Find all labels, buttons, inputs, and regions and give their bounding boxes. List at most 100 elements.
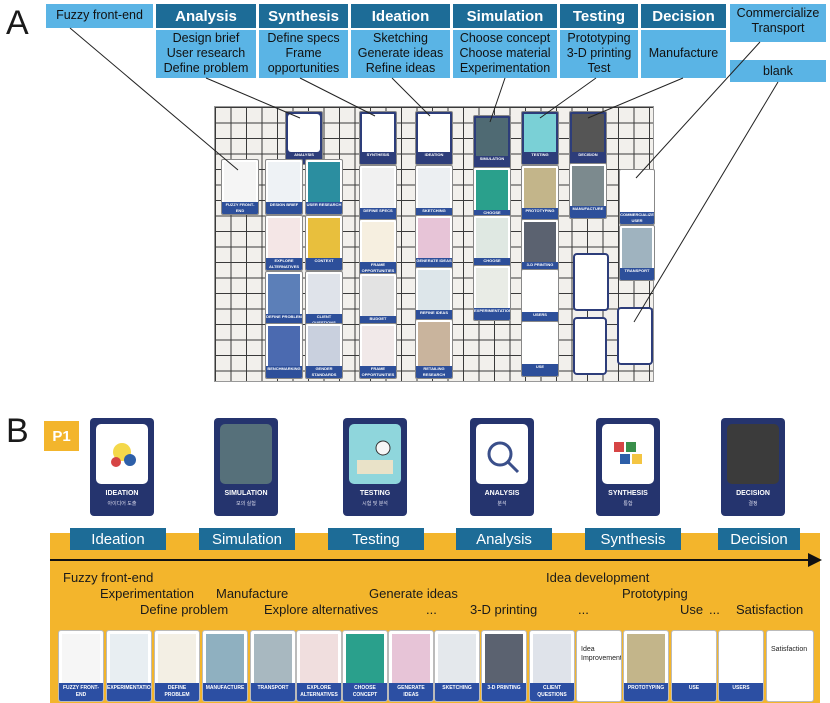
- analysis-item: User research: [166, 46, 246, 60]
- participant-badge: P1: [44, 421, 79, 451]
- stage-card-testing: TESTING 시험 및 분석: [343, 418, 407, 516]
- stage-card-title: SYNTHESIS: [608, 490, 648, 497]
- tag-analysis: Analysis: [456, 528, 552, 550]
- tl-ellipsis-1: ...: [426, 602, 437, 617]
- board-card-manufacture: MANUFACTURE: [569, 163, 607, 219]
- tl-generate-ideas: Generate ideas: [369, 586, 458, 601]
- ideation-item: Generate ideas: [357, 46, 444, 60]
- board-card-define-specs: DEFINE SPECS: [359, 165, 397, 221]
- stage-card-synthesis: SYNTHESIS 통합: [596, 418, 660, 516]
- board-card-decision: DECISION: [569, 111, 607, 165]
- simulation-item: Experimentation: [459, 61, 551, 75]
- fuzzy-front-end-box: Fuzzy front-end: [46, 4, 153, 28]
- board-card-ideation: IDEATION: [415, 111, 453, 165]
- stage-card-title: TESTING: [359, 490, 391, 497]
- testing-items: Prototyping 3-D printing Test: [560, 30, 638, 78]
- tl-use: Use: [680, 602, 704, 617]
- transport-label: Transport: [751, 21, 805, 35]
- tl-explore-alternatives: Explore alternatives: [264, 602, 379, 617]
- analysis-item: Design brief: [172, 31, 240, 45]
- board-card-fuzzy: FUZZY FRONT-END: [221, 159, 259, 215]
- testing-header: Testing: [560, 4, 638, 28]
- stage-card-title: IDEATION: [105, 490, 139, 497]
- tl-manufacture: Manufacture: [216, 586, 289, 601]
- blank-label: blank: [763, 64, 793, 78]
- board-card-generate-ideas: GENERATE IDEAS: [415, 215, 453, 271]
- commercialize-box: Commercialize Transport: [730, 4, 826, 42]
- board-card-frame-opp: FRAME OPPORTUNITIES: [359, 219, 397, 275]
- ideation-items: Sketching Generate ideas Refine ideas: [351, 30, 450, 78]
- seq-card-3d-printing: 3-D PRINTING: [481, 630, 527, 702]
- seq-card-transport: TRANSPORT: [250, 630, 296, 702]
- decision-item: Manufacture: [648, 46, 719, 60]
- seq-card-manufacture: MANUFACTURE: [202, 630, 248, 702]
- tl-idea-development: Idea development: [546, 570, 650, 585]
- board-card-blank-1: [573, 253, 609, 311]
- synthesis-header: Synthesis: [259, 4, 348, 28]
- ideation-item: Sketching: [373, 31, 428, 45]
- seq-card-experimentation: EXPERIMENTATION: [106, 630, 152, 702]
- tl-fuzzy-front-end: Fuzzy front-end: [63, 570, 154, 585]
- board-card-retailing: RETAILING RESEARCH: [415, 319, 453, 379]
- connector-blank: [633, 81, 779, 323]
- board-card-explore-alt: EXPLORE ALTERNATIVES: [265, 215, 303, 271]
- stage-card-sub: 모의 실험: [236, 501, 256, 507]
- stage-card-simulation: SIMULATION 모의 실험: [214, 418, 278, 516]
- fuzzy-front-end-label: Fuzzy front-end: [56, 8, 143, 22]
- simulation-item: Choose concept: [459, 31, 551, 45]
- board-card-prototyping: PROTOTYPING: [521, 165, 559, 221]
- synthesis-item: Frame: [285, 46, 322, 60]
- board-card-design-brief: DESIGN BRIEF: [265, 159, 303, 215]
- stage-card-sub: 시험 및 분석: [362, 501, 388, 507]
- tl-ellipsis-2: ...: [578, 602, 589, 617]
- tl-define-problem: Define problem: [140, 602, 229, 617]
- stage-card-analysis: ANALYSIS 분석: [470, 418, 534, 516]
- commercialize-label: Commercialize: [736, 6, 820, 20]
- board-card-commercialize: COMMERCIALIZE USER: [619, 169, 655, 225]
- testing-item: Test: [587, 61, 611, 75]
- card-board-photo: FUZZY FRONT-END ANALYSIS DESIGN BRIEF US…: [214, 106, 655, 382]
- tl-ellipsis-3: ...: [709, 602, 720, 617]
- board-card-blank-2: [573, 317, 607, 375]
- timeline-axis: [50, 559, 812, 561]
- board-card-testing: TESTING: [521, 111, 559, 165]
- board-card-benchmarking: BENCHMARKING: [265, 323, 303, 379]
- seq-card-satisfaction: Satisfaction: [766, 630, 814, 702]
- seq-card-explore-alternatives: EXPLORE ALTERNATIVES: [296, 630, 342, 702]
- stage-card-sub: 결정: [748, 501, 758, 507]
- tl-3d-printing: 3-D printing: [470, 602, 538, 617]
- stage-card-ideation: IDEATION 아이디어 도출: [90, 418, 154, 516]
- board-card-define-problem: DEFINE PROBLEM: [265, 271, 303, 327]
- panel-b-label: B: [6, 412, 29, 450]
- tag-simulation: Simulation: [199, 528, 295, 550]
- board-card-blank-3: [617, 307, 653, 365]
- panel-a-label: A: [6, 4, 29, 42]
- board-card-user-research: USER RESEARCH: [305, 159, 343, 215]
- seq-card-use: USE: [671, 630, 717, 702]
- stage-card-title: DECISION: [736, 490, 770, 497]
- board-card-analysis: ANALYSIS: [285, 111, 323, 165]
- seq-card-generate-ideas: GENERATE IDEAS: [388, 630, 434, 702]
- board-card-sketching: SKETCHING: [415, 165, 453, 221]
- stage-card-title: ANALYSIS: [484, 490, 520, 497]
- tl-experimentation: Experimentation: [100, 586, 194, 601]
- seq-card-plain-text: Satisfaction: [771, 646, 808, 653]
- ideation-header: Ideation: [351, 4, 450, 28]
- simulation-items: Choose concept Choose material Experimen…: [453, 30, 557, 78]
- seq-card-plain-text: Idea Improvement: [581, 646, 622, 662]
- tag-synthesis: Synthesis: [585, 528, 681, 550]
- seq-card-idea-improvement: Idea Improvement: [576, 630, 622, 702]
- timeline-arrow-icon: [808, 553, 822, 567]
- board-card-3d-printing: 3-D PRINTING: [521, 219, 559, 275]
- board-card-transport: TRANSPORT: [619, 225, 655, 281]
- board-card-client-questions: CLIENT QUESTIONS: [305, 271, 343, 327]
- seq-card-fuzzy-front-end: FUZZY FRONT-END: [58, 630, 104, 702]
- stage-card-sub: 통합: [623, 501, 633, 507]
- tag-testing: Testing: [328, 528, 424, 550]
- tag-decision: Decision: [718, 528, 800, 550]
- stage-card-sub: 아이디어 도출: [107, 501, 137, 507]
- board-card-experimentation: EXPERIMENTATION: [473, 265, 511, 321]
- board-card-simulation: SIMULATION: [473, 115, 511, 169]
- decision-header: Decision: [641, 4, 726, 28]
- synthesis-item: Define specs: [267, 31, 340, 45]
